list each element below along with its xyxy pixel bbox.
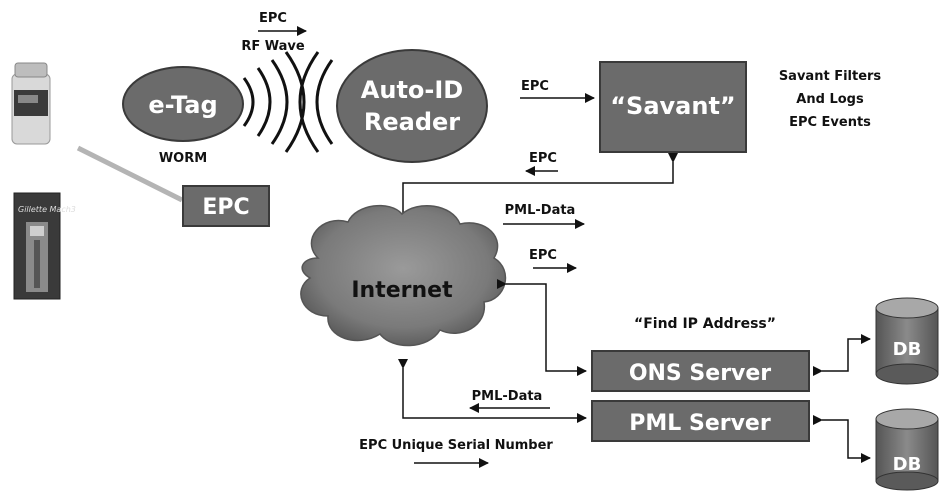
savant-note-line2: And Logs [796, 92, 864, 107]
epc-box-label: EPC [202, 195, 249, 220]
database-2-icon [875, 408, 939, 491]
pml-server-label: PML Server [629, 411, 771, 436]
savant-label: “Savant” [610, 92, 735, 120]
savant-note-line3: EPC Events [789, 115, 871, 130]
internet-pml-connector [398, 359, 587, 423]
epc-rf-label: EPC [259, 11, 287, 26]
reader-label-line1: Auto-ID [361, 76, 463, 104]
internet-ons-connector [497, 279, 587, 376]
tag-connector-line [76, 145, 184, 203]
savant-note-line1: Savant Filters [779, 69, 882, 84]
rf-wave-icon [242, 51, 334, 153]
epc-savant-internet-label: EPC [529, 151, 557, 166]
razor-product-image: Gillette Mach3 [13, 192, 76, 300]
reader-label-line2: Reader [364, 108, 460, 136]
worm-label: WORM [159, 151, 207, 166]
pml-data-bottom-label: PML-Data [472, 389, 543, 404]
razor-package-text: Gillette Mach3 [18, 205, 76, 214]
internet-label: Internet [351, 278, 453, 303]
auto-id-reader-node [336, 49, 488, 163]
epc-serial-label: EPC Unique Serial Number [359, 438, 553, 453]
epc-reader-savant-label: EPC [521, 79, 549, 94]
epc-box-node [182, 185, 270, 227]
db-2-label: DB [893, 454, 922, 475]
rf-wave-label: RF Wave [241, 39, 305, 54]
pml-data-top-label: PML-Data [505, 203, 576, 218]
internet-cloud-icon [300, 204, 507, 347]
pml-server-node [591, 400, 810, 442]
ons-db-connector [813, 334, 871, 376]
savant-node [599, 61, 747, 153]
savant-internet-connector [398, 153, 678, 223]
bottle-product-image [11, 62, 51, 145]
etag-node [122, 66, 244, 142]
db-1-label: DB [893, 339, 922, 360]
epc-internet-label: EPC [529, 248, 557, 263]
database-1-icon [875, 297, 939, 385]
ons-server-label: ONS Server [629, 361, 771, 386]
pml-db-connector [813, 415, 871, 463]
ons-server-node [591, 350, 810, 392]
find-ip-label: “Find IP Address” [634, 316, 776, 332]
etag-label: e-Tag [148, 91, 217, 119]
